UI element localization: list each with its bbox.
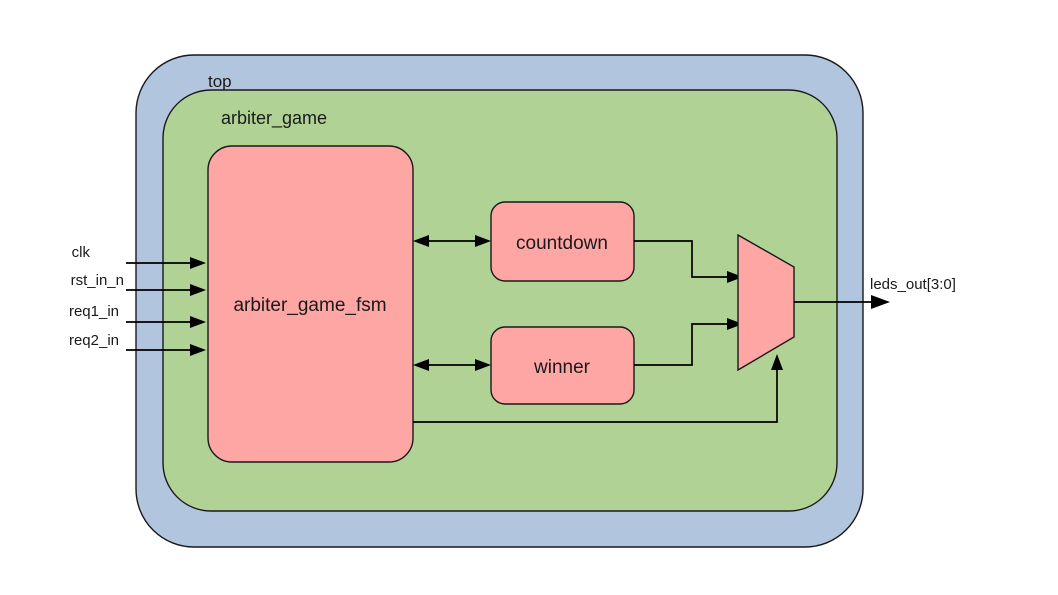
arrowhead-req2-in xyxy=(190,344,206,356)
arrowhead-fsm-winner-right xyxy=(475,359,491,371)
container-arbiter-game-label: arbiter_game xyxy=(221,108,327,129)
arrowhead-clk xyxy=(190,257,206,269)
block-mux[interactable] xyxy=(737,233,795,372)
input-label-req1-in: req1_in xyxy=(69,303,119,320)
arrowhead-countdown-mux xyxy=(727,271,743,283)
block-arbiter-game-fsm[interactable] xyxy=(207,145,414,463)
arrowhead-fsm-countdown-right xyxy=(475,235,491,247)
input-label-clk: clk xyxy=(72,244,91,261)
wire-winner-mux xyxy=(634,323,735,366)
input-label-req2-in: req2_in xyxy=(69,332,119,349)
block-winner-label: winner xyxy=(533,357,591,378)
arrowhead-rst-in-n xyxy=(190,284,206,296)
arrowhead-fsm-mux-select xyxy=(771,354,783,370)
wire-fsm-mux-select xyxy=(413,370,778,423)
arrowhead-leds-out xyxy=(871,295,890,309)
container-top-label: top xyxy=(208,72,232,91)
block-arbiter-game-fsm-label: arbiter_game_fsm xyxy=(233,295,386,316)
block-countdown-label: countdown xyxy=(516,233,608,254)
arrowhead-winner-mux xyxy=(727,318,743,330)
wire-countdown-mux xyxy=(634,240,735,278)
arrowhead-fsm-countdown-left xyxy=(413,235,429,247)
arrowhead-req1-in xyxy=(190,316,206,328)
output-label-leds-out: leds_out[3:0] xyxy=(870,276,956,293)
arrowhead-fsm-winner-left xyxy=(413,359,429,371)
input-label-rst-in-n: rst_in_n xyxy=(71,272,124,289)
